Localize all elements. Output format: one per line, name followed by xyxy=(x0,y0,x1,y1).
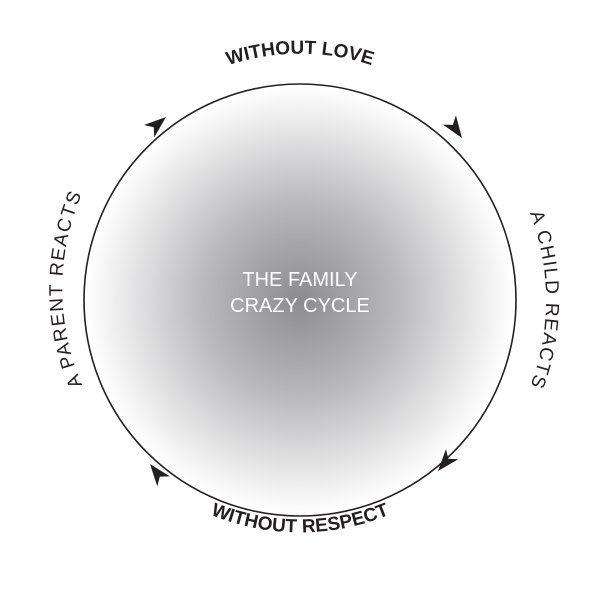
cycle-shaded-core xyxy=(86,86,514,514)
center-title-line-2: CRAZY CYCLE xyxy=(230,295,370,317)
arrowhead-lower-left xyxy=(150,464,170,487)
arrowhead-upper-right xyxy=(442,115,462,138)
arrowhead-lower-right xyxy=(438,449,459,471)
arrowhead-upper-left xyxy=(144,117,166,138)
center-title-line-1: THE FAMILY xyxy=(242,269,357,291)
label-without-love: WITHOUT LOVE xyxy=(224,38,377,70)
label-a-parent-reacts: A PARENT REACTS xyxy=(46,187,87,391)
label-a-child-reacts: A CHILD REACTS xyxy=(525,208,562,392)
cycle-arrowheads xyxy=(144,115,462,487)
cycle-ring xyxy=(83,83,517,517)
